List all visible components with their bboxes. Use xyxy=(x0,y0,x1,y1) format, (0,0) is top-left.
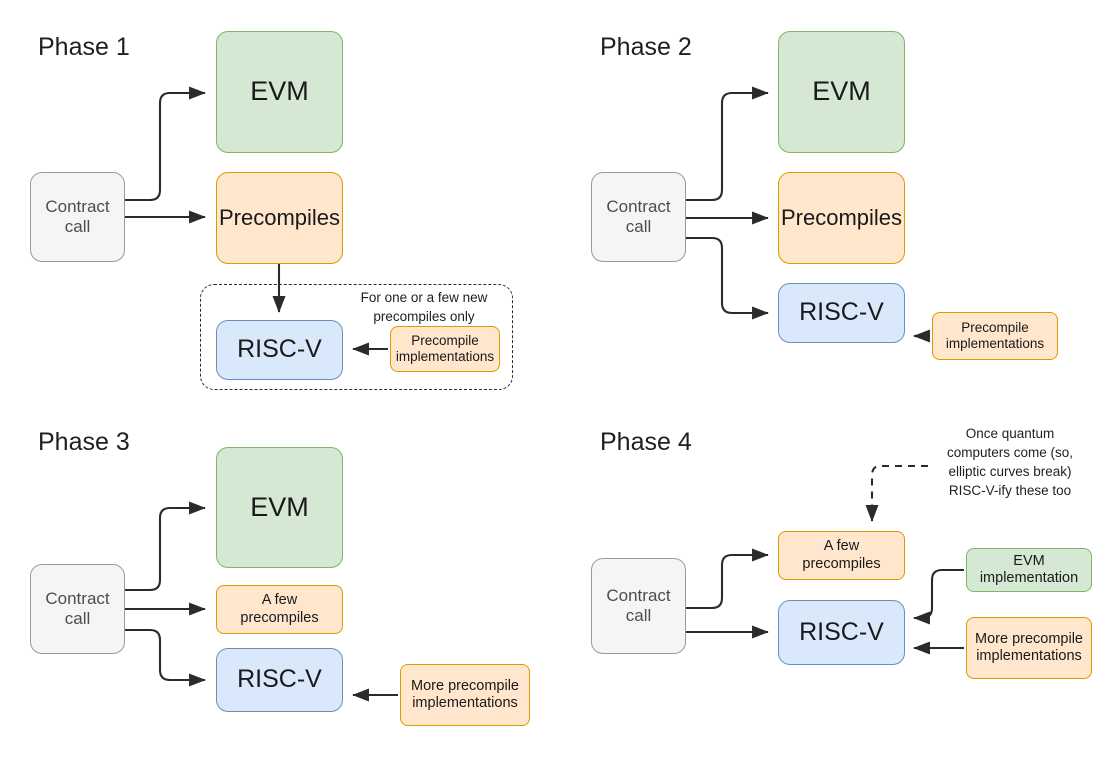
phase-1-dashed-group xyxy=(200,284,513,390)
phase-4-riscv-text: RISC-V xyxy=(799,617,884,646)
edge-p4-quantum-note xyxy=(865,464,928,522)
edge-p4-evmimpl-riscv xyxy=(913,568,964,625)
phase-2-precompile-implementations-node[interactable]: Precompile implementations xyxy=(932,312,1058,360)
phase-3-riscv-node[interactable]: RISC-V xyxy=(216,648,343,712)
phase-4-evm-implementation-node[interactable]: EVM implementation xyxy=(966,548,1092,592)
phase-1-evm-node[interactable]: EVM xyxy=(216,31,343,153)
phase-3-evm-text: EVM xyxy=(250,491,309,522)
phase-4-a-few-precompiles-text: A few precompiles xyxy=(802,538,881,572)
phase-1-precompile-implementations-node[interactable]: Precompile implementations xyxy=(390,326,500,372)
edge-p3-call-evm xyxy=(124,501,206,592)
phase-2-precompile-implementations-text: Precompile implementations xyxy=(945,320,1045,351)
phase-2-riscv-text: RISC-V xyxy=(799,298,884,327)
phase-3-more-precompile-implementations-node[interactable]: More precompile implementations xyxy=(400,664,530,726)
phase-4-riscv-node[interactable]: RISC-V xyxy=(778,600,905,665)
edge-p2-call-riscv xyxy=(686,236,769,320)
phase-4-quantum-note: Once quantum computers come (so, ellipti… xyxy=(946,426,1074,499)
phase-1-label: Phase 1 xyxy=(38,33,130,61)
phase-2-precompiles-text: Precompiles xyxy=(780,205,903,231)
phase-2-evm-text: EVM xyxy=(812,76,871,107)
phase-4-contract-call-text: Contract call xyxy=(606,585,671,625)
phase-4-more-precompile-implementations-node[interactable]: More precompile implementations xyxy=(966,617,1092,679)
phase-1-riscv-node[interactable]: RISC-V xyxy=(216,320,343,380)
phase-4-contract-call-node[interactable]: Contract call xyxy=(591,558,686,654)
phase-2-precompiles-node[interactable]: Precompiles xyxy=(778,172,905,264)
edge-p2-call-evm xyxy=(686,86,769,202)
phase-1-precompile-implementations-text: Precompile implementations xyxy=(395,333,495,364)
edge-p1-call-evm xyxy=(124,86,206,202)
phase-3-more-precompile-implementations-text: More precompile implementations xyxy=(411,677,519,711)
phase-2-evm-node[interactable]: EVM xyxy=(778,31,905,153)
phase-2-label: Phase 2 xyxy=(600,33,692,61)
phase-3-contract-call-text: Contract call xyxy=(45,588,110,628)
phase-4-evm-implementation-text: EVM implementation xyxy=(979,552,1079,586)
phase-4-label: Phase 4 xyxy=(600,428,692,456)
phase-1-precompiles-node[interactable]: Precompiles xyxy=(216,172,343,264)
phase-2-contract-call-text: Contract call xyxy=(606,196,671,236)
phase-3-a-few-precompiles-text: A few precompiles xyxy=(240,592,319,626)
phase-2-riscv-node[interactable]: RISC-V xyxy=(778,283,905,343)
phase-1-precompiles-text: Precompiles xyxy=(218,205,341,231)
phase-3-a-few-precompiles-node[interactable]: A few precompiles xyxy=(216,585,343,634)
edge-p4-call-precompiles xyxy=(686,548,769,610)
edge-p3-call-riscv xyxy=(124,628,206,687)
phase-1-contract-call-text: Contract call xyxy=(45,196,110,236)
phase-3-label: Phase 3 xyxy=(38,428,130,456)
phase-4-a-few-precompiles-node[interactable]: A few precompiles xyxy=(778,531,905,580)
phase-1-contract-call-node[interactable]: Contract call xyxy=(30,172,125,262)
phase-3-evm-node[interactable]: EVM xyxy=(216,447,343,568)
phase-3-contract-call-node[interactable]: Contract call xyxy=(30,564,125,654)
phase-1-evm-text: EVM xyxy=(250,76,309,107)
phase-4-more-precompile-implementations-text: More precompile implementations xyxy=(975,630,1083,664)
phase-1-riscv-text: RISC-V xyxy=(237,335,322,364)
phase-3-riscv-text: RISC-V xyxy=(237,665,322,694)
phase-1-group-note: For one or a few new precompiles only xyxy=(360,290,488,325)
phase-2-contract-call-node[interactable]: Contract call xyxy=(591,172,686,262)
